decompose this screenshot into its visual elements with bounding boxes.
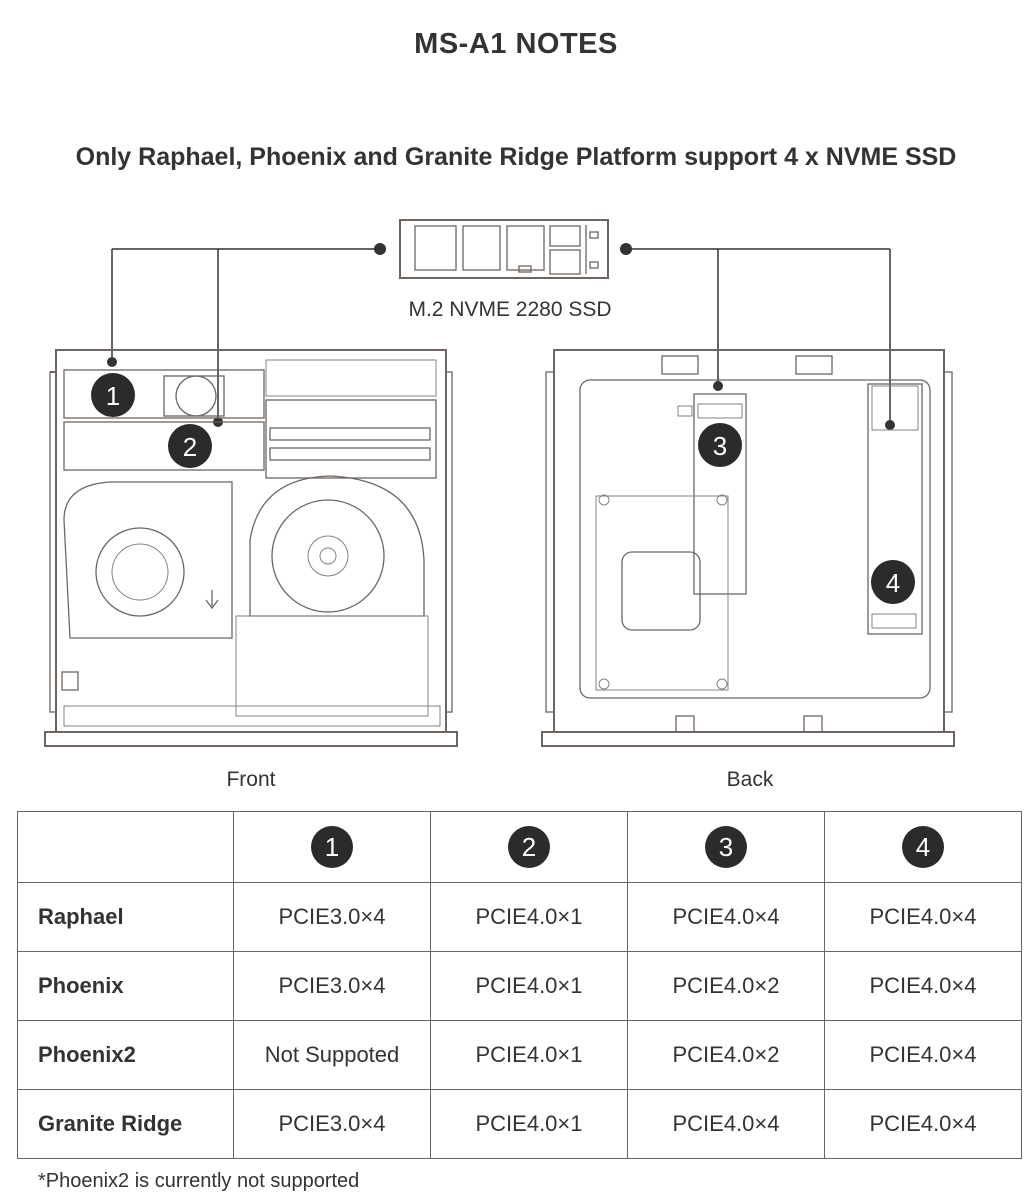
table-cell: PCIE3.0×4 <box>233 882 431 952</box>
table-cell: PCIE4.0×2 <box>627 1020 825 1090</box>
ssd-label: M.2 NVME 2280 SSD <box>408 298 611 321</box>
header-cell-empty <box>17 811 234 883</box>
front-label: Front <box>226 768 275 791</box>
table-cell: PCIE3.0×4 <box>233 1089 431 1159</box>
table-cell: PCIE4.0×4 <box>824 1089 1022 1159</box>
header-cell-slot-3: 3 <box>627 811 825 883</box>
svg-text:1: 1 <box>106 381 120 411</box>
table-cell: PCIE4.0×1 <box>430 951 628 1021</box>
back-chassis <box>541 349 955 747</box>
svg-text:4: 4 <box>886 568 900 598</box>
table-row: Phoenix PCIE3.0×4 PCIE4.0×1 PCIE4.0×2 PC… <box>17 951 1022 1021</box>
table-cell: PCIE4.0×1 <box>430 882 628 952</box>
slot-badge-1: 1 <box>91 373 135 417</box>
header-cell-slot-2: 2 <box>430 811 628 883</box>
slot-number-badge: 1 <box>311 826 353 868</box>
header-cell-slot-1: 1 <box>233 811 431 883</box>
table-cell: PCIE4.0×4 <box>627 1089 825 1159</box>
table-row: Raphael PCIE3.0×4 PCIE4.0×1 PCIE4.0×4 PC… <box>17 882 1022 952</box>
table-cell: PCIE4.0×4 <box>824 882 1022 952</box>
table-cell: PCIE4.0×1 <box>430 1089 628 1159</box>
slot-number-badge: 4 <box>902 826 944 868</box>
table-header-row: 1 2 3 4 <box>17 811 1022 883</box>
table-cell: Not Suppoted <box>233 1020 431 1090</box>
page-title: MS-A1 NOTES <box>414 28 618 60</box>
slot-badge-2: 2 <box>168 424 212 468</box>
header-cell-slot-4: 4 <box>824 811 1022 883</box>
platform-name: Phoenix2 <box>17 1020 234 1090</box>
chassis-diagram: M.2 NVME 2280 SSD <box>44 219 955 791</box>
slot-number-badge: 3 <box>705 826 747 868</box>
back-label: Back <box>727 768 774 791</box>
footnote: *Phoenix2 is currently not supported <box>38 1170 360 1192</box>
table-cell: PCIE4.0×4 <box>627 882 825 952</box>
pcie-spec-table: 1 2 3 4 Raphael PCIE3.0×4 PCIE4.0×1 PCIE… <box>17 811 1022 1159</box>
table-row: Phoenix2 Not Suppoted PCIE4.0×1 PCIE4.0×… <box>17 1020 1022 1090</box>
platform-name: Raphael <box>17 882 234 952</box>
page-subtitle: Only Raphael, Phoenix and Granite Ridge … <box>75 143 957 171</box>
table-cell: PCIE4.0×4 <box>824 1020 1022 1090</box>
table-row: Granite Ridge PCIE3.0×4 PCIE4.0×1 PCIE4.… <box>17 1089 1022 1159</box>
connector-lines <box>107 243 895 430</box>
table-cell: PCIE4.0×4 <box>824 951 1022 1021</box>
slot-badge-3: 3 <box>698 423 742 467</box>
table-cell: PCIE3.0×4 <box>233 951 431 1021</box>
front-chassis <box>44 349 458 747</box>
table-cell: PCIE4.0×1 <box>430 1020 628 1090</box>
svg-text:3: 3 <box>713 431 727 461</box>
slot-badge-4: 4 <box>871 560 915 604</box>
svg-text:2: 2 <box>183 432 197 462</box>
ssd-illustration <box>399 219 609 279</box>
platform-name: Phoenix <box>17 951 234 1021</box>
slot-number-badge: 2 <box>508 826 550 868</box>
platform-name: Granite Ridge <box>17 1089 234 1159</box>
table-cell: PCIE4.0×2 <box>627 951 825 1021</box>
